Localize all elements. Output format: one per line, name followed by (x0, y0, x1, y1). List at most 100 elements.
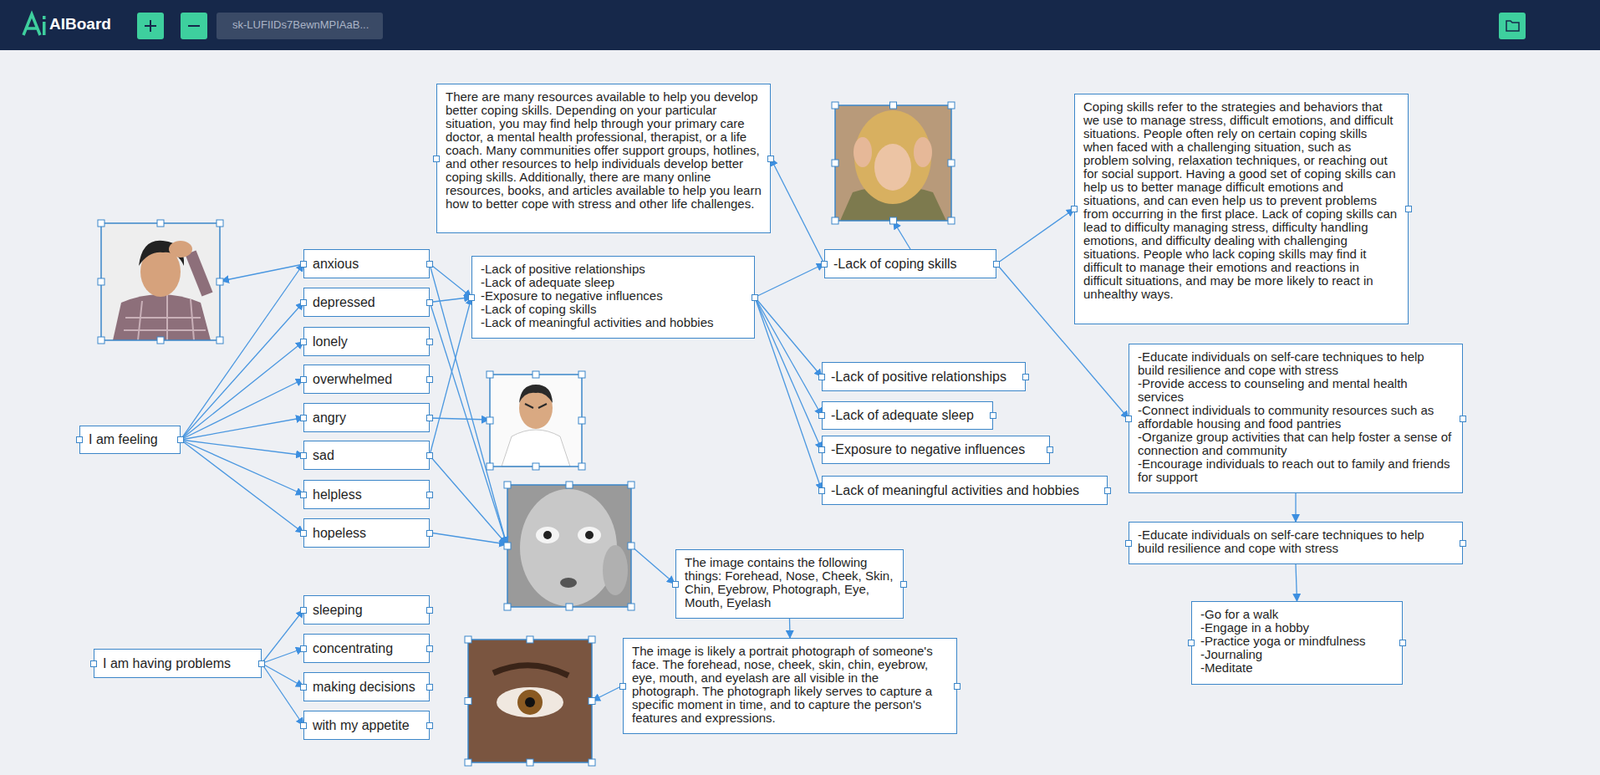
node-text: -Educate individuals on self-care techni… (1137, 528, 1454, 556)
label-box: concentrating (303, 633, 430, 663)
connector (770, 158, 825, 265)
open-button (1506, 20, 1519, 31)
node-text: -Engage in a hobby (1200, 621, 1394, 635)
connection-handle (1022, 373, 1030, 381)
node-text: -Connect individuals to community resour… (1137, 403, 1454, 431)
connector (1294, 493, 1296, 522)
selection-handle (504, 481, 511, 489)
connection-handle (76, 436, 83, 444)
photo-stressed-man (101, 223, 220, 341)
connection-handle (818, 487, 826, 495)
connection-handle (300, 338, 307, 346)
app-logo (23, 14, 41, 36)
selection-handle (464, 759, 472, 766)
connector (429, 297, 472, 303)
node-text: I am having problems (102, 656, 231, 672)
connection-handle (1070, 205, 1078, 213)
node-text: making decisions (312, 679, 416, 695)
connection-handle (1187, 639, 1195, 647)
label-box: I am having problems (93, 648, 262, 678)
connection-handle (426, 338, 434, 346)
photo-eye-closeup (524, 697, 536, 708)
selection-handle (216, 336, 224, 344)
photo-eye-closeup (493, 665, 569, 676)
label-box: -Exposure to negative influences (821, 435, 1050, 464)
connector (180, 264, 304, 441)
connection-handle (820, 260, 828, 268)
connector (261, 663, 304, 688)
connection-handle (300, 376, 307, 383)
node-text: overwhelmed (312, 371, 393, 388)
photo-worried-woman (913, 137, 933, 168)
selection-handle (532, 463, 540, 470)
photo-angry-man (489, 374, 582, 467)
connection-handle (468, 294, 475, 301)
label-box: sad (303, 440, 430, 470)
photo-scared-face (602, 545, 628, 596)
connection-handle (300, 722, 307, 729)
text-box: -Go for a walk-Engage in a hobby-Practic… (1191, 601, 1403, 685)
app-logo (42, 21, 46, 36)
node-text: -Exposure to negative influences (830, 442, 1025, 458)
connection-handle (1459, 415, 1467, 423)
photo-stressed-man (112, 294, 211, 341)
connector (429, 264, 472, 298)
selection-handle (831, 217, 839, 225)
connection-handle (300, 683, 307, 691)
selection-handle (578, 371, 586, 378)
selection-handle (627, 481, 635, 489)
connector (996, 208, 1075, 265)
photo-worried-woman (835, 105, 952, 221)
connection-handle (426, 722, 434, 729)
connector (180, 417, 304, 441)
selection-handle (526, 636, 534, 643)
label-box: -Lack of meaningful activities and hobbi… (821, 475, 1108, 505)
text-box: The image contains the following things:… (675, 549, 904, 619)
selection-handle (578, 463, 586, 470)
photo-scared-face (535, 526, 560, 544)
node-text: angry (312, 410, 347, 426)
connection-handle (426, 491, 434, 499)
photo-stressed-man (168, 240, 193, 258)
connection-handle (300, 299, 307, 306)
selection-handle (216, 219, 224, 227)
label-box: -Lack of positive relationships (821, 361, 1026, 392)
connection-handle (818, 373, 826, 381)
add-button (137, 12, 164, 40)
photo-worried-woman (874, 143, 912, 191)
node-text: -Practice yoga or mindfulness (1200, 634, 1394, 648)
photo-angry-man (524, 403, 547, 408)
add-button (144, 20, 157, 32)
selection-handle (627, 542, 635, 550)
node-text: helpless (312, 487, 362, 503)
node-text: -Organize group activities that can help… (1137, 430, 1454, 458)
node-text: lonely (312, 334, 348, 350)
selection-handle (890, 217, 897, 225)
label-box: -Lack of adequate sleep (821, 401, 994, 430)
label-box: anxious (303, 249, 430, 279)
text-box: -Educate individuals on self-care techni… (1128, 343, 1463, 494)
node-text: -Lack of coping skills (833, 256, 958, 272)
connector (1295, 564, 1298, 602)
connection-handle (1046, 446, 1054, 454)
node-text: I am feeling (88, 432, 158, 448)
connector (754, 297, 822, 417)
node-text: There are many resources available to he… (445, 90, 762, 211)
connection-handle (426, 683, 434, 691)
node-text: -Journaling (1200, 647, 1394, 662)
node-text: -Lack of meaningful activities and hobbi… (480, 315, 746, 330)
selection-handle (97, 219, 105, 227)
photo-worried-woman (853, 137, 872, 168)
connector (754, 297, 822, 451)
connection-handle (751, 294, 759, 301)
connector (180, 302, 304, 441)
selection-handle (565, 603, 573, 611)
connection-handle (300, 414, 307, 422)
photo-stressed-man (101, 223, 220, 341)
connection-handle (426, 299, 434, 306)
app-logo (42, 15, 46, 20)
text-box: Coping skills refer to the strategies an… (1074, 93, 1409, 325)
photo-stressed-man (190, 252, 208, 295)
photo-eye-closeup (496, 687, 564, 718)
node-text: -Lack of positive relationships (830, 369, 1007, 385)
